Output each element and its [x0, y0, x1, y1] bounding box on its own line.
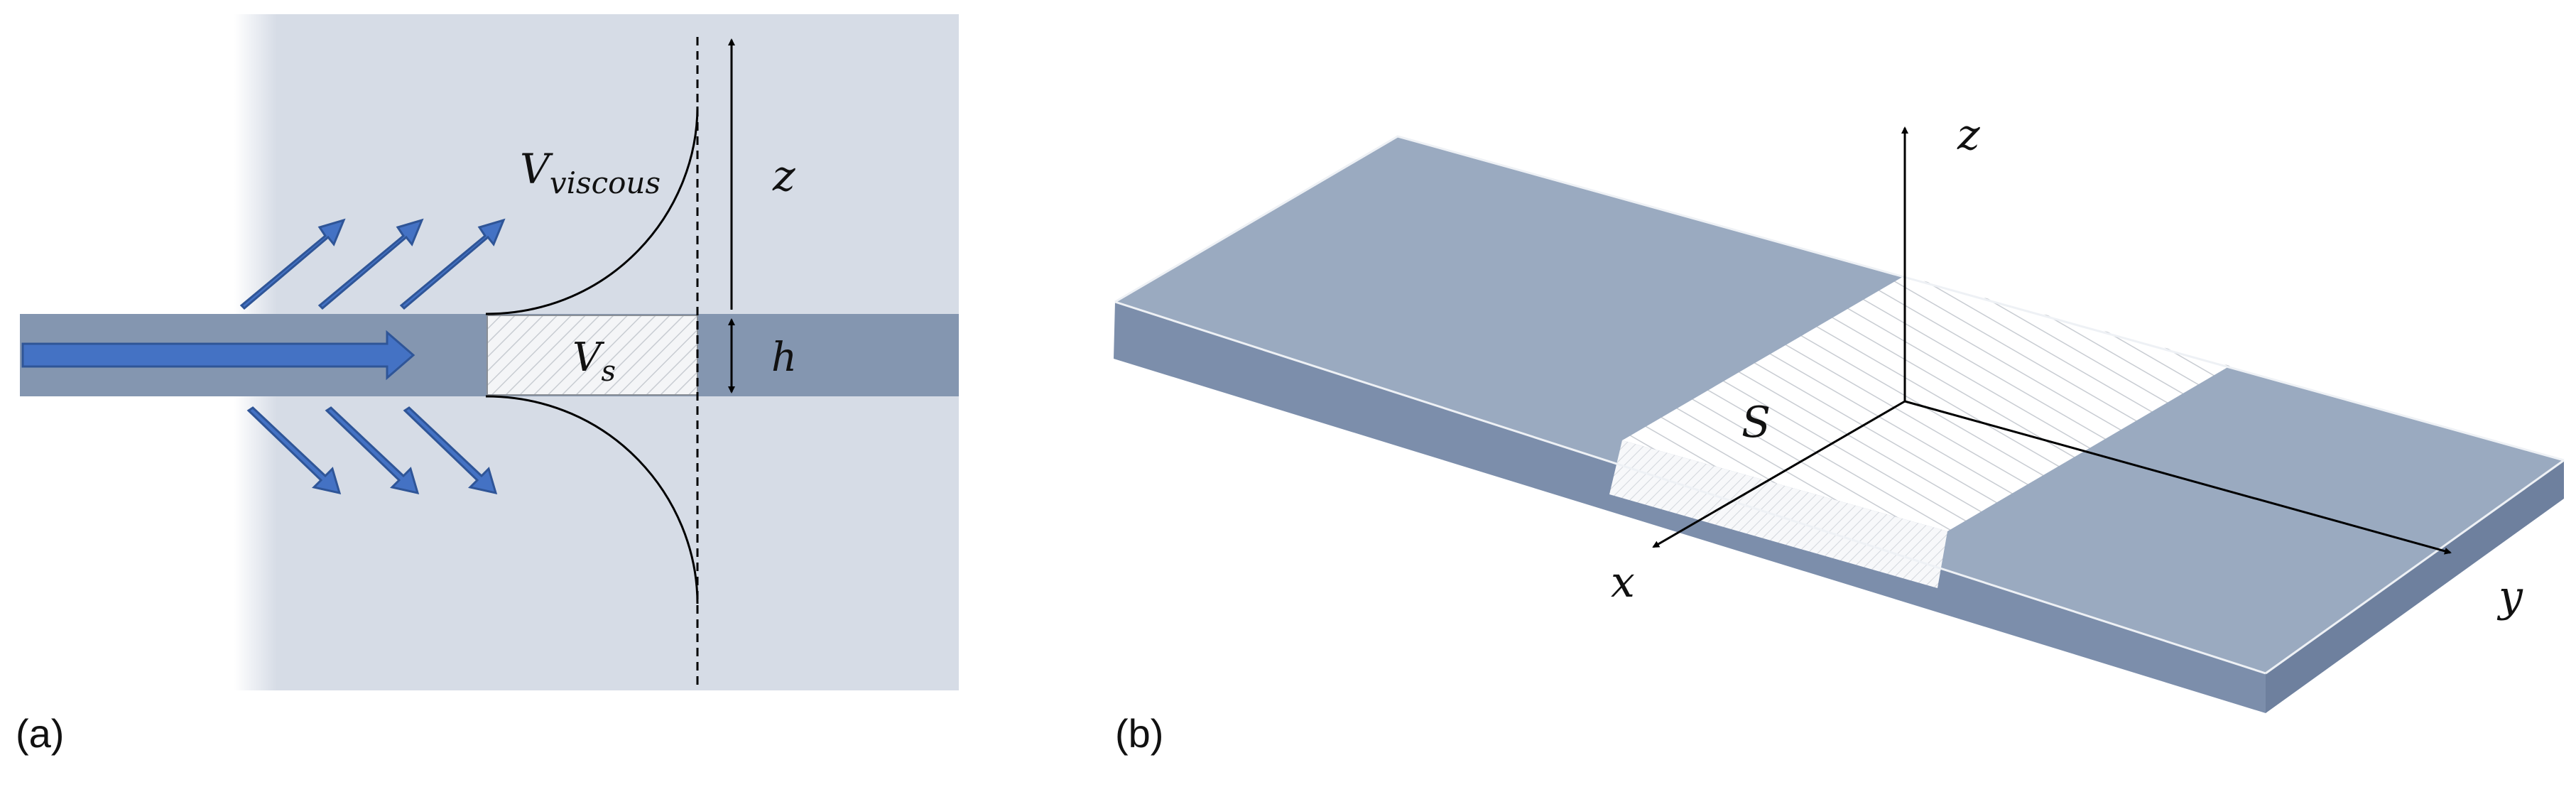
viscous-profile-lower-curve: [485, 395, 699, 604]
plate-edges: [1114, 135, 2565, 675]
panel-b: S z x y (b): [1114, 110, 2565, 756]
label-v-viscous: Vviscous: [520, 145, 661, 200]
viscous-profile-upper-curve: [485, 106, 699, 315]
label-y-b: y: [2496, 572, 2523, 622]
axis-x-b: [1652, 400, 1906, 548]
diagonal-arrow-upper-2: [317, 218, 424, 310]
diagonal-arrow-upper-3: [399, 218, 506, 310]
label-z-b: z: [1957, 110, 1980, 160]
label-z-a: z: [772, 151, 795, 201]
plate-end-face: [2266, 460, 2564, 713]
panel-a: Vviscous Vs z h (a): [16, 14, 959, 756]
upper-diagonal-arrows: [239, 218, 506, 310]
caption-a: (a): [16, 711, 64, 756]
label-s: S: [1741, 398, 1771, 447]
diagonal-arrow-lower-1: [246, 406, 342, 495]
sensing-region-s-side: [1609, 440, 1947, 588]
lower-diagonal-arrows: [246, 406, 498, 495]
diagonal-arrow-lower-2: [325, 406, 420, 495]
plate-top-front-edge: [1114, 300, 2266, 675]
label-h: h: [771, 335, 797, 381]
plate-top-end-edge: [2265, 459, 2565, 675]
plate-top-back-edge: [1114, 135, 2565, 462]
diagonal-arrow-lower-3: [403, 406, 498, 495]
sensing-region-s-top: [1622, 276, 2230, 531]
label-v-s: Vs: [572, 335, 616, 388]
diagonal-arrow-upper-1: [239, 218, 346, 310]
label-x-b: x: [1611, 558, 1635, 607]
axis-y-b: [1904, 400, 2452, 555]
caption-b: (b): [1115, 711, 1163, 756]
main-flow-arrow: [21, 330, 415, 381]
